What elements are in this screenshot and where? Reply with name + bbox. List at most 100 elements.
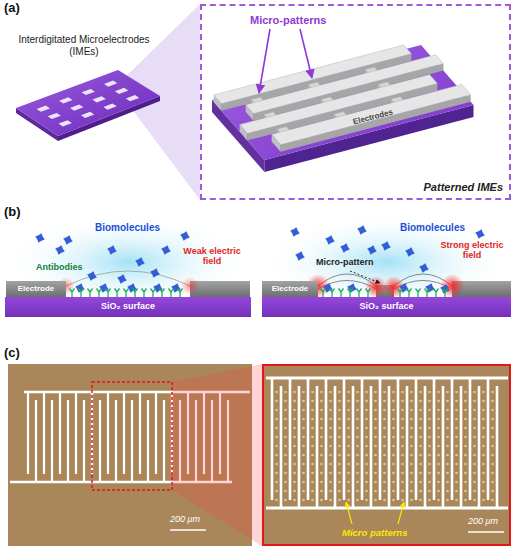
micro-pattern-dot: [491, 454, 494, 457]
zoom-frame: [92, 382, 172, 490]
micro-pattern-dot: [356, 499, 359, 502]
micro-pattern-dot: [473, 445, 476, 448]
micro-pattern-dot: [446, 445, 449, 448]
micro-pattern-dot: [482, 445, 485, 448]
antibody: [106, 289, 111, 298]
micro-pattern-dot: [329, 436, 332, 439]
micro-pattern-dot: [302, 418, 305, 421]
micro-pattern-dot: [284, 472, 287, 475]
micro-pattern-dot: [410, 472, 413, 475]
micro-pattern-dot: [284, 409, 287, 412]
micro-pattern-dot: [437, 418, 440, 421]
antibody: [321, 289, 326, 298]
micro-pattern-dot: [293, 400, 296, 403]
micro-pattern-dot: [374, 463, 377, 466]
comb-finger: [478, 386, 481, 508]
micro-pattern-dot: [284, 454, 287, 457]
pointer-arrow: [259, 29, 270, 93]
micro-pattern-dot: [293, 427, 296, 430]
device-label: Interdigitated Microelectrodes (IMEs): [18, 34, 150, 57]
comb-finger: [59, 392, 61, 474]
micro-pattern-dot: [275, 409, 278, 412]
micro-pattern-dot: [347, 499, 350, 502]
comb-finger: [155, 392, 157, 474]
micro-pattern-dot: [320, 481, 323, 484]
comb-finger: [27, 392, 29, 474]
micro-pattern-dot: [383, 472, 386, 475]
electrode-label: Electrode: [272, 285, 308, 294]
micro-pattern-dot: [311, 418, 314, 421]
chip-electrode-mark: [126, 95, 139, 101]
antibody: [97, 289, 102, 298]
comb-finger: [298, 386, 301, 508]
micro-pattern-dot: [437, 436, 440, 439]
micro-pattern-dot: [410, 481, 413, 484]
micro-pattern-dot: [365, 418, 368, 421]
comb-finger: [271, 378, 274, 500]
micro-pattern-dot: [374, 490, 377, 493]
micro-pattern-dot: [428, 409, 431, 412]
micro-pattern-dot: [455, 400, 458, 403]
micro-pattern-dot: [401, 490, 404, 493]
micro-pattern-dot: [311, 463, 314, 466]
comb-finger: [75, 392, 77, 474]
micro-pattern-dot: [401, 436, 404, 439]
comb-finger: [163, 400, 165, 482]
micro-pattern-dot: [401, 400, 404, 403]
micro-pattern-dot: [392, 499, 395, 502]
electrode-block: Electrode: [6, 281, 66, 297]
micro-pattern-dot: [401, 481, 404, 484]
micro-pattern-dot: [446, 409, 449, 412]
micro-pattern-dot: [284, 391, 287, 394]
micro-pattern-dot: [464, 445, 467, 448]
micro-pattern-dot: [437, 472, 440, 475]
micro-pattern-dot: [437, 445, 440, 448]
micro-pattern-dot: [302, 490, 305, 493]
micro-pattern-dot: [311, 499, 314, 502]
field-glow: [440, 274, 464, 298]
micro-pattern-dot: [356, 490, 359, 493]
micro-pattern-dot: [392, 427, 395, 430]
electrode-block: [190, 281, 250, 297]
micro-pattern-dot: [284, 463, 287, 466]
electrode-label: Electrode: [18, 285, 54, 294]
micro-pattern-dot: [293, 463, 296, 466]
micro-pattern-dot: [302, 436, 305, 439]
micro-pattern-dot: [437, 463, 440, 466]
antibody: [339, 289, 344, 298]
antibody: [115, 289, 120, 298]
micro-pattern-dot: [410, 490, 413, 493]
micro-pattern-dot: [383, 391, 386, 394]
micro-pattern-dot: [464, 436, 467, 439]
comb-finger: [442, 386, 445, 508]
micro-pattern-dot: [356, 454, 359, 457]
micro-pattern-dot: [392, 436, 395, 439]
chip-plate: [16, 70, 160, 136]
comb-finger: [51, 400, 53, 482]
micro-pattern-dot: [464, 472, 467, 475]
micro-pattern-dot: [392, 418, 395, 421]
micro-pattern-dot: [275, 391, 278, 394]
micro-pattern-dot: [482, 436, 485, 439]
micro-pattern-dot: [455, 391, 458, 394]
micro-pattern-dot: [473, 472, 476, 475]
micro-pattern-dot: [455, 427, 458, 430]
micro-pattern-dot: [482, 418, 485, 421]
biomolecule: [151, 269, 160, 278]
micro-pattern-dot: [302, 400, 305, 403]
micro-pattern-dot: [311, 409, 314, 412]
micro-pattern-dot: [410, 445, 413, 448]
micro-pattern-dot: [302, 409, 305, 412]
comb-finger: [424, 386, 427, 508]
micro-pattern-dot: [428, 418, 431, 421]
antibody: [124, 289, 129, 298]
micro-pattern-dot: [428, 445, 431, 448]
micro-pattern-dot: [455, 481, 458, 484]
solution-glow: [3, 214, 253, 310]
micro-pattern-dot: [320, 490, 323, 493]
micro-pattern-dot: [428, 391, 431, 394]
micro-pattern-dot: [374, 445, 377, 448]
micro-pattern-dot: [329, 463, 332, 466]
micro-pattern-dot: [293, 409, 296, 412]
scale-label: 200 μm: [170, 514, 200, 524]
